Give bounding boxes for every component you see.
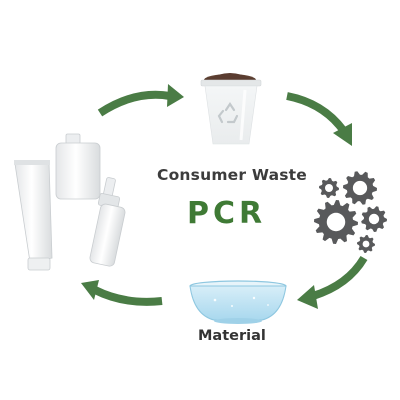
gear-icon bbox=[357, 235, 375, 253]
gears-icon bbox=[314, 171, 387, 253]
material-label: Material bbox=[198, 328, 266, 344]
spray-bottle bbox=[89, 177, 126, 267]
cycle-arrow-icon bbox=[297, 255, 368, 309]
recycling-bin-icon bbox=[200, 73, 262, 145]
water-basin-icon bbox=[189, 280, 287, 324]
pcr-title: PCR bbox=[187, 196, 267, 231]
cosmetic-bottles-icon bbox=[14, 133, 126, 271]
cycle-arrow-icon bbox=[97, 84, 184, 117]
tube-bottle bbox=[14, 160, 53, 271]
consumer-waste-label: Consumer Waste bbox=[157, 166, 307, 184]
gear-icon bbox=[343, 171, 377, 205]
cycle-arrow-icon bbox=[81, 280, 163, 306]
cycle-arrow-icon bbox=[286, 92, 352, 146]
square-bottle bbox=[55, 133, 101, 200]
gear-icon bbox=[314, 200, 358, 244]
recycle-symbol-icon bbox=[217, 102, 239, 124]
gear-icon bbox=[319, 178, 339, 198]
gear-icon bbox=[361, 206, 387, 232]
